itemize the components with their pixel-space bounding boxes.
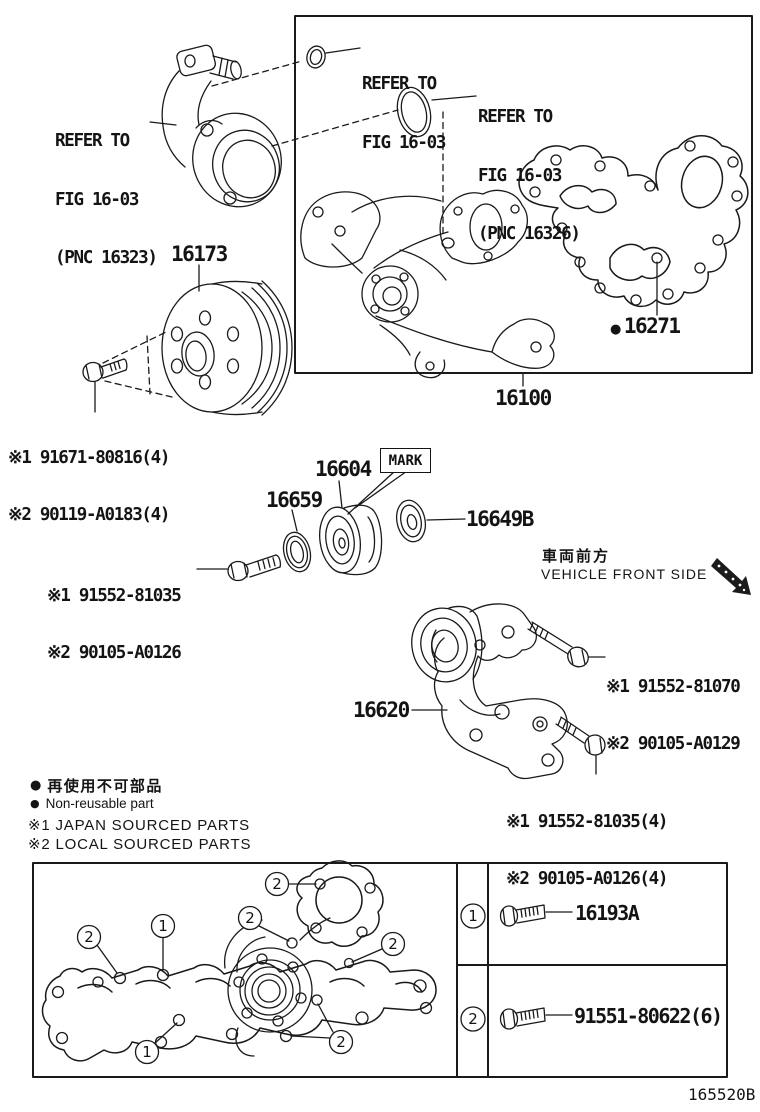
leader-lines [94, 47, 658, 775]
vehicle-front-label-jp: 車両前方 [542, 547, 611, 565]
o-ring-small-drawing [306, 45, 326, 69]
tensioner-upper-bolt-labels: ※1 91552-81070 ※2 90105-A0129 [606, 677, 741, 754]
legend-bolt-icon-1 [499, 904, 573, 927]
mark-pointer-lines [347, 470, 408, 515]
part-label-tensioner: 16620 [353, 698, 410, 722]
vehicle-front-label-en: VEHICLE FRONT SIDE [541, 566, 708, 582]
refer-note-inlet: REFER TO FIG 16-03 (PNC 16323) [55, 131, 158, 268]
note-nonreusable-en: ● Non-reusable part [30, 796, 154, 811]
part-label-pulley: 16173 [171, 242, 228, 266]
idler-washer-drawing [282, 531, 312, 573]
water-pump-drawing [300, 189, 555, 379]
legend-bolt-icon-2 [499, 1007, 573, 1030]
callout-number: 2 [84, 928, 94, 946]
idler-cover-plate-drawing [395, 499, 427, 543]
refer-note-oring-small: REFER TO FIG 16-03 [362, 74, 446, 153]
note-local-sourced: ※2 LOCAL SOURCED PARTS [28, 836, 252, 853]
tensioner-drawing [411, 603, 568, 780]
callout-number: 2 [245, 909, 255, 927]
fan-pulley-drawing [161, 280, 293, 416]
pump-gasket-drawing [518, 135, 749, 308]
vehicle-front-arrow [711, 558, 751, 595]
mark-tag: MARK [380, 448, 431, 473]
legend-part-label-2: 91551-80622(6) [574, 1004, 723, 1028]
callout-leader-lines [96, 883, 383, 1045]
part-label-gasket: ●16271 [610, 314, 681, 338]
legend-row-markers: 1 2 [460, 903, 486, 1032]
note-japan-sourced: ※1 JAPAN SOURCED PARTS [28, 817, 250, 834]
water-inlet-drawing [161, 44, 282, 208]
idler-bolt-labels: ※1 91552-81035 ※2 90105-A0126 [47, 586, 182, 663]
non-reusable-bullet: ● [610, 322, 621, 337]
idler-pulley-drawing [319, 504, 383, 576]
tensioner-lower-bolt-icon [555, 716, 606, 756]
figure-code: 165520B [688, 1085, 756, 1104]
part-label-pump-assembly: 16100 [495, 386, 552, 410]
tensioner-lower-bolt-labels: ※1 91552-81035(4) ※2 90105-A0126(4) [506, 812, 668, 889]
legend-box [32, 862, 728, 1078]
callout-number: 2 [336, 1033, 346, 1051]
refer-note-oring-large: REFER TO FIG 16-03 (PNC 16326) [478, 107, 581, 244]
dashed-guides [102, 60, 444, 398]
note-nonreusable-jp: ● 再使用不可部品 [30, 777, 163, 795]
callout-markers: 2 2 1 2 2 1 2 [76, 871, 406, 1065]
callout-number: 1 [158, 917, 168, 935]
legend-part-label-1: 16193A [575, 901, 640, 925]
part-label-idler-pulley: 16604 [315, 457, 372, 481]
pulley-bolt-labels: ※1 91671-80816(4) ※2 90119-A0183(4) [8, 448, 170, 525]
callout-number: 2 [272, 875, 282, 893]
idler-bolt-icon [227, 554, 282, 582]
part-label-idler-cover: 16649B [466, 507, 534, 531]
bullet-icon: ● [30, 778, 42, 793]
bottom-thermostat-gasket-drawing [296, 860, 384, 948]
pulley-bolt-icon [82, 358, 128, 383]
part-label-idler-washer: 16659 [266, 488, 323, 512]
tensioner-upper-bolt-icon [527, 621, 589, 668]
bullet-icon: ● [30, 797, 40, 810]
legend-row-number: 2 [468, 1010, 478, 1028]
callout-number: 1 [142, 1043, 152, 1061]
callout-number: 2 [388, 935, 398, 953]
o-ring-large-drawing [396, 86, 432, 138]
legend-row-number: 1 [468, 907, 478, 925]
